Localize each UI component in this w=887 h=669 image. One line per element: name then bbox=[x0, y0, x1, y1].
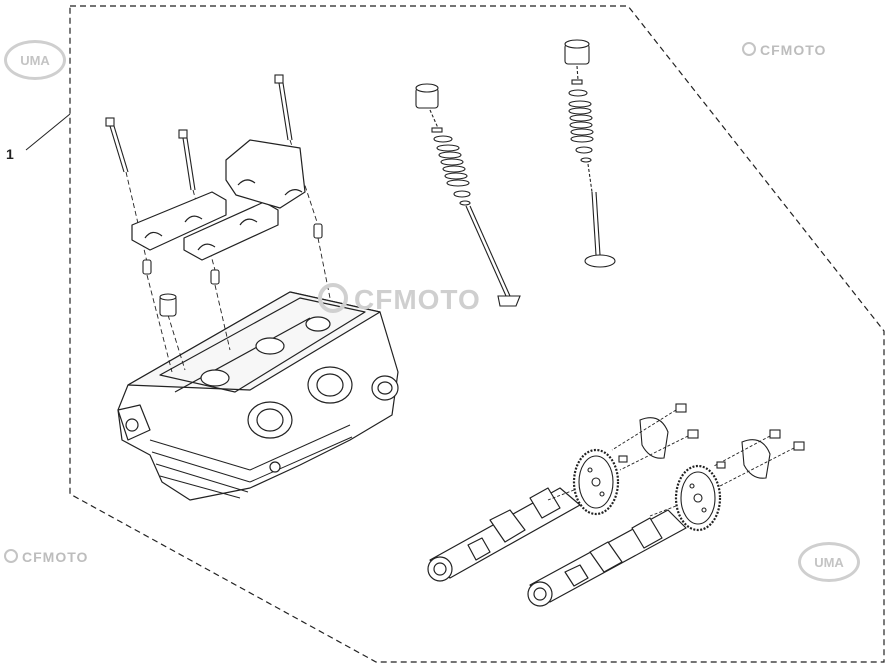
camshaft-caps bbox=[131, 139, 306, 261]
cfmoto-ring-icon bbox=[4, 549, 18, 563]
camshaft-upper bbox=[427, 487, 581, 582]
camshaft-lower bbox=[527, 509, 687, 607]
uma-logo-watermark-top-left: UMA bbox=[4, 40, 66, 80]
intake-valve-assembly bbox=[415, 83, 521, 307]
exhaust-valve-assembly bbox=[564, 39, 616, 268]
cam-sprockets bbox=[572, 448, 722, 532]
head-bolts bbox=[105, 74, 293, 191]
cfmoto-watermark-bottom-left: CFMOTO bbox=[4, 549, 88, 565]
dowel-pins bbox=[142, 223, 323, 317]
cfmoto-text: CFMOTO bbox=[22, 549, 89, 565]
kit-boundary-dashed bbox=[69, 5, 885, 663]
sprocket-bolts-and-plates bbox=[547, 403, 805, 517]
cfmoto-ring-icon bbox=[318, 283, 348, 313]
uma-logo-text: UMA bbox=[814, 554, 844, 570]
cfmoto-watermark-top-right: CFMOTO bbox=[742, 42, 826, 58]
callout-number: 1 bbox=[6, 146, 14, 162]
cfmoto-text: CFMOTO bbox=[354, 284, 481, 315]
cylinder-head bbox=[117, 291, 399, 501]
cfmoto-ring-icon bbox=[742, 42, 756, 56]
callout-leader-line bbox=[25, 113, 71, 151]
uma-logo-text: UMA bbox=[20, 52, 50, 68]
cfmoto-text: CFMOTO bbox=[760, 42, 827, 58]
uma-logo-watermark-bottom-right: UMA bbox=[798, 542, 860, 582]
cfmoto-watermark-center: CFMOTO bbox=[318, 283, 481, 316]
